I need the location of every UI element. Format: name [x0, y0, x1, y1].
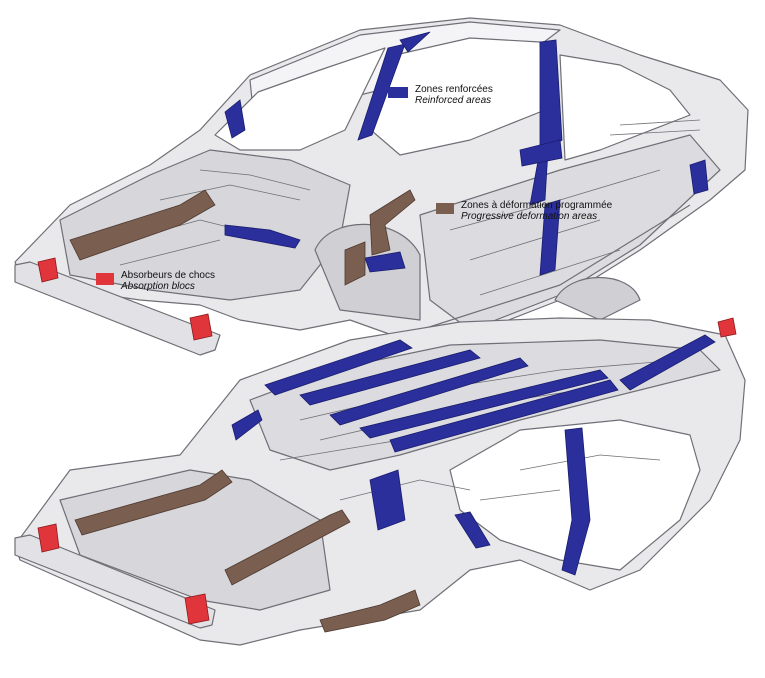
legend-reinforced-fr: Zones renforcées	[415, 84, 493, 95]
legend-absorption-fr: Absorbeurs de chocs	[121, 270, 215, 281]
legend-reinforced-areas: Zones renforcées Reinforced areas	[388, 84, 493, 106]
windshield-frame-reinforcement	[224, 99, 246, 139]
lower-reinforced-areas	[231, 334, 716, 576]
legend-deformation-fr: Zones à déformation programmée	[461, 200, 613, 211]
lower-deformation-areas	[74, 469, 421, 633]
wheel-arch-reinforcement	[364, 251, 406, 273]
rear-lower-reinforcement	[454, 511, 491, 549]
floor-crossmember-3	[359, 369, 609, 439]
upper-firewall-deformation	[369, 189, 416, 256]
rocker-reinforcement	[539, 199, 561, 276]
lower-left-absorption-block	[37, 523, 60, 553]
front-strut-reinforcement	[224, 224, 301, 249]
lower-left-rail-deformation	[74, 469, 233, 536]
legend-absorption-en: Absorption blocs	[121, 281, 195, 292]
tunnel-reinforcement	[389, 379, 619, 453]
lower-rear-deformation	[319, 589, 421, 633]
legend-swatch-deformation	[436, 203, 454, 214]
left-sill-reinforcement	[264, 339, 413, 396]
front-bumper-beam-upper	[14, 261, 221, 356]
rear-floor-reinforcement	[519, 139, 563, 167]
front-lower-rail-reinforcement	[231, 409, 263, 441]
upper-body-shell	[14, 17, 749, 356]
lower-b-pillar-reinforcement	[561, 427, 591, 576]
floor-crossmember-1	[299, 349, 481, 406]
lower-right-rail-deformation	[224, 509, 351, 586]
a-pillar-reinforcement	[357, 43, 406, 141]
rear-rail-reinforcement	[619, 334, 716, 391]
door-sill-line	[419, 204, 691, 331]
legend-swatch-absorption	[96, 273, 114, 285]
upper-front-rail-deformation	[69, 189, 216, 261]
absorption-blocks	[37, 257, 737, 625]
windshield-opening	[214, 47, 386, 151]
roof-rail-reinforcement	[399, 31, 431, 53]
cabin-floor	[419, 134, 721, 331]
lower-front-bumper-beam	[14, 534, 216, 629]
upper-left-absorption-block	[37, 257, 59, 283]
legend-swatch-reinforced	[388, 87, 408, 98]
legend-label-absorption: Absorbeurs de chocs Absorption blocs	[121, 270, 215, 292]
upper-right-absorption-block	[189, 313, 213, 341]
inner-sill-reinforcement	[369, 469, 406, 531]
rear-window-opening	[559, 54, 691, 161]
upper-deformation-areas	[69, 189, 416, 286]
legend-label-deformation: Zones à déformation programmée Progressi…	[461, 200, 612, 222]
c-pillar-reinforcement	[689, 159, 709, 195]
floor-crossmember-2	[329, 357, 529, 426]
legend-reinforced-en: Reinforced areas	[415, 95, 492, 106]
rear-wheel-arch	[554, 276, 641, 321]
lower-right-absorption-block	[184, 593, 210, 625]
legend-deformation-areas: Zones à déformation programmée Progressi…	[436, 200, 612, 222]
legend-absorption-blocs: Absorbeurs de chocs Absorption blocs	[96, 270, 215, 292]
legend-label-reinforced: Zones renforcées Reinforced areas	[415, 84, 493, 106]
upper-strut-deformation	[344, 241, 366, 286]
upper-reinforced-areas	[224, 31, 709, 276]
rear-absorption-block	[717, 317, 737, 338]
legend-deformation-en: Progressive deformation areas	[461, 211, 598, 222]
